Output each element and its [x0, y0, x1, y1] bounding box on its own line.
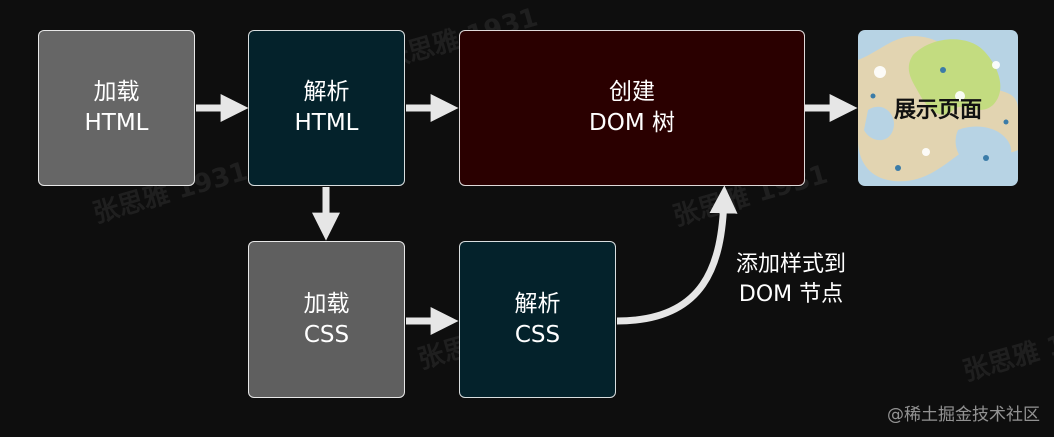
edge-label-line2: DOM 节点: [738, 282, 844, 307]
page-pattern-image: [858, 30, 1018, 186]
edge-label-line1: 添加样式到: [735, 252, 846, 277]
node-parse-css-line2: CSS: [514, 321, 561, 348]
node-load-css-line2: CSS: [303, 321, 350, 348]
node-parse-css: 解析 CSS: [459, 241, 616, 398]
node-load-html: 加载 HTML: [38, 30, 195, 186]
source-credit: @稀土掘金技术社区: [887, 405, 1040, 425]
node-parse-html-line1: 解析: [303, 79, 350, 105]
node-parse-html: 解析 HTML: [248, 30, 405, 186]
node-parse-css-line1: 解析: [514, 290, 561, 317]
node-create-dom-line2: DOM 树: [589, 110, 675, 136]
edge-label-add-styles: 添加样式到 DOM 节点: [722, 250, 860, 310]
node-load-html-line1: 加载: [93, 79, 140, 105]
node-parse-html-line2: HTML: [294, 110, 359, 136]
node-load-css-line1: 加载: [303, 290, 350, 317]
node-show-page-label: 展示页面: [893, 98, 982, 123]
node-load-html-line2: HTML: [84, 110, 149, 136]
node-create-dom: 创建 DOM 树: [459, 30, 805, 186]
node-create-dom-line1: 创建: [609, 79, 655, 105]
arrow-parse-css-to-dom: [616, 185, 738, 325]
node-show-page: 展示页面: [858, 30, 1018, 186]
node-load-css: 加载 CSS: [248, 241, 405, 398]
